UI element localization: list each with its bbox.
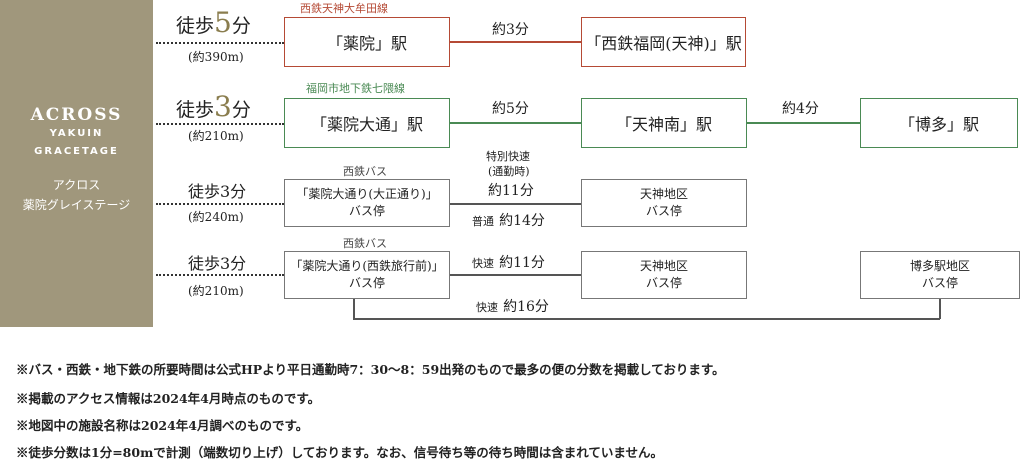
line-label-subway: 福岡市地下鉄七隈線 <box>306 82 405 95</box>
route-line-subway-1 <box>450 122 581 124</box>
brand-name-line2: 薬院グレイステージ <box>22 198 131 212</box>
station-yakuin: 「薬院」駅 <box>284 17 450 67</box>
bus-stop-hakata-suffix: バス停 <box>921 276 958 290</box>
brand-logo-across: ACROSS <box>30 105 123 125</box>
route-bracket-left <box>353 299 355 319</box>
express-label-line2: (通勤時) <box>488 165 530 178</box>
station-yakuin-odori: 「薬院大通」駅 <box>284 98 450 148</box>
route-line-subway-2 <box>747 122 860 124</box>
bus-stop-hakata-name: 博多駅地区 <box>909 258 970 273</box>
travel-rapid-row4: 快速 約11分 <box>472 252 545 272</box>
brand-panel: ACROSS YAKUIN GRACETAGE アクロス 薬院グレイステージ <box>0 0 153 327</box>
travel-normal-row3: 普通 約14分 <box>472 210 545 230</box>
normal-label: 普通 <box>472 215 494 228</box>
line-label-bus-row3: 西鉄バス <box>343 165 387 178</box>
bus-stop-tenjin-row4-suffix: バス停 <box>645 276 682 290</box>
travel-time-tenjinminami-hakata: 約4分 <box>782 101 819 117</box>
station-nishitetsu-fukuoka: 「西鉄福岡(天神)」駅 <box>581 17 746 67</box>
bus-stop-ryoko-mae-name: 「薬院大通り(西鉄旅行前)」 <box>290 258 444 273</box>
route-line-nishitetsu <box>450 41 581 43</box>
route-bracket-bottom <box>353 318 940 320</box>
travel-time-normal: 約14分 <box>499 213 545 229</box>
walk-time-row1: 徒歩5分 <box>176 6 251 39</box>
bus-stop-tenjin-row3: 天神地区 バス停 <box>581 179 747 227</box>
express-label-line1: 特別快速 <box>486 150 530 163</box>
bus-stop-taisho-dori-name: 「薬院大通り(大正通り)」 <box>296 186 438 201</box>
station-hakata: 「博多」駅 <box>860 98 1018 148</box>
walk-connector-row3 <box>156 203 284 205</box>
walk-connector-row2 <box>156 123 284 125</box>
walk-minutes-row1: 5 <box>214 6 232 39</box>
walk-time-row2: 徒歩3分 <box>176 90 251 123</box>
walk-connector-row4 <box>156 274 284 276</box>
brand-logo-gracetage: GRACETAGE <box>34 146 119 157</box>
line-label-bus-row4: 西鉄バス <box>343 237 387 250</box>
bus-stop-taisho-dori-suffix: バス停 <box>348 204 385 218</box>
note-2: ※掲載のアクセス情報は2024年4月時点のものです。 <box>16 391 321 406</box>
bus-stop-tenjin-row3-name: 天神地区 <box>639 186 688 201</box>
brand-name-line1: アクロス <box>52 178 101 192</box>
walk-connector-row1 <box>156 42 284 44</box>
walk-time-row4: 徒歩3分 <box>188 254 247 273</box>
travel-time-rapid-hakata: 約16分 <box>503 299 549 315</box>
travel-rapid-hakata: 快速 約16分 <box>472 296 553 316</box>
route-bracket-right <box>939 299 941 319</box>
rapid2-label: 快速 <box>476 301 498 314</box>
bus-stop-taisho-dori: 「薬院大通り(大正通り)」 バス停 <box>284 179 450 227</box>
note-3: ※地図中の施設名称は2024年4月調べのものです。 <box>16 418 309 433</box>
walk-distance-row4: (約210m) <box>188 284 244 298</box>
bus-stop-ryoko-mae: 「薬院大通り(西鉄旅行前)」 バス停 <box>284 251 450 299</box>
bus-stop-ryoko-mae-suffix: バス停 <box>348 276 385 290</box>
line-label-nishitetsu: 西鉄天神大牟田線 <box>300 2 388 15</box>
travel-time-yakuin-tenjin: 約3分 <box>492 22 529 38</box>
walk-time-row3: 徒歩3分 <box>188 182 247 201</box>
travel-time-express: 約11分 <box>488 183 534 199</box>
walk-distance-row1: (約390m) <box>188 50 244 64</box>
walk-minutes-row2: 3 <box>214 90 232 123</box>
brand-logo-yakuin: YAKUIN <box>49 128 104 139</box>
bus-stop-tenjin-row4: 天神地区 バス停 <box>581 251 747 299</box>
note-4: ※徒歩分数は1分=80mで計測（端数切り上げ）しております。なお、信号待ち等の待… <box>16 445 664 460</box>
route-line-bus-row4 <box>450 274 581 276</box>
bus-stop-tenjin-row3-suffix: バス停 <box>645 204 682 218</box>
note-1: ※バス・西鉄・地下鉄の所要時間は公式HPより平日通勤時7：30～8：59出発のも… <box>16 362 725 377</box>
walk-distance-row3: (約240m) <box>188 210 244 224</box>
travel-time-rapid: 約11分 <box>499 255 545 271</box>
bus-stop-hakata: 博多駅地区 バス停 <box>860 251 1020 299</box>
walk-distance-row2: (約210m) <box>188 129 244 143</box>
station-tenjin-minami: 「天神南」駅 <box>581 98 747 148</box>
route-line-bus-row3 <box>450 203 581 205</box>
bus-stop-tenjin-row4-name: 天神地区 <box>639 258 688 273</box>
rapid-label: 快速 <box>472 257 494 270</box>
travel-time-yakuin-odori-tenjinminami: 約5分 <box>492 101 529 117</box>
